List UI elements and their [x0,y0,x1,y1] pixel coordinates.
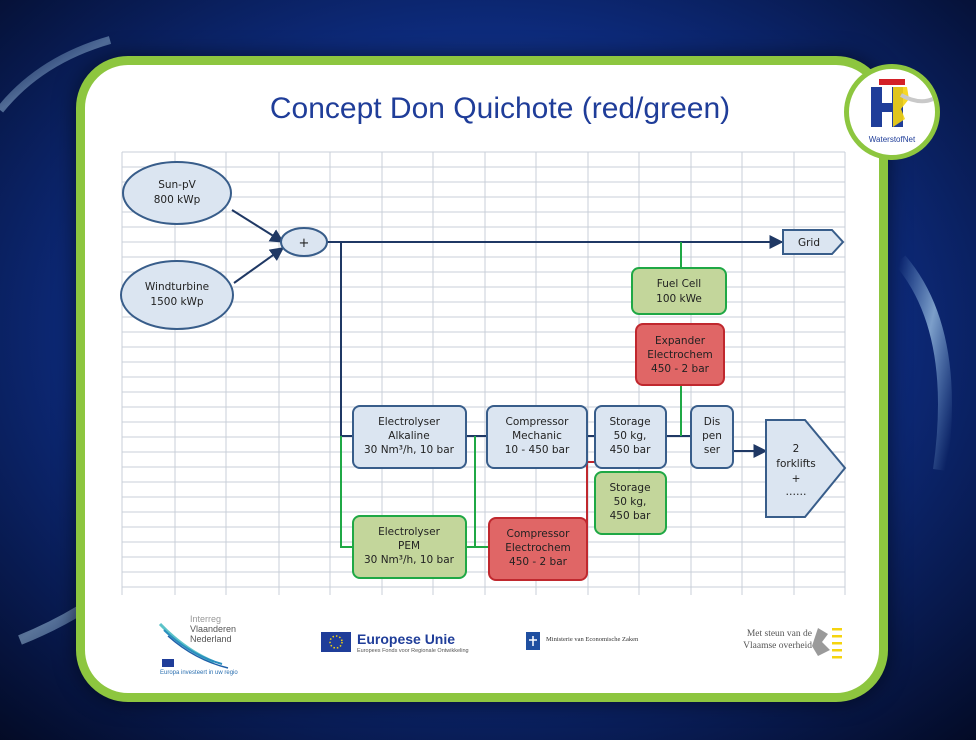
node-compressor-electrochem: Compressor Electrochem 450 - 2 bar [488,517,588,581]
fuel-cell-line-2: 100 kWe [656,293,702,305]
node-electrolyser-pem: Electrolyser PEM 30 Nm³/h, 10 bar [352,515,467,579]
dispenser-line-1: Dis [704,416,720,428]
forklifts-line-1: 2 [793,443,800,455]
dispenser-line-2: pen [702,430,722,442]
compressor-electrochem-line-1: Compressor [507,528,571,540]
green-trunk-line [340,436,353,548]
node-compressor-mechanic: Compressor Mechanic 10 - 450 bar [486,405,588,469]
windturbine-line-1: Windturbine [145,281,209,293]
eu-subtitle: Europees Fonds voor Regionale Ontwikkeli… [357,648,469,654]
expander-line-2: Electrochem [647,349,713,361]
interreg-vlaanderen: Vlaanderen [190,624,237,634]
ministerie-logo [526,632,540,650]
node-storage-1: Storage 50 kg, 450 bar [594,405,667,469]
pem-line-2: PEM [398,540,420,552]
flemish-lion-icon [812,628,830,656]
wind-to-sum-arrow [233,247,285,284]
interreg-nederland: Nederland [190,634,232,644]
sum-symbol: + [299,236,310,251]
storage-2-line-1: Storage [609,482,650,494]
interreg-logo [158,622,229,669]
storage-2-line-2: 50 kg, [614,496,647,508]
sunpv-to-sum-arrow [231,209,285,243]
forklifts-line-2: forklifts [776,458,815,470]
expander-line-1: Expander [655,335,706,347]
logo-text: WaterstofNet [868,135,916,144]
forklifts-line-3: + [792,473,801,485]
interreg-text: Interreg Vlaanderen Nederland [190,614,236,644]
compressor-mechanic-line-2: Mechanic [512,430,562,442]
sun-pv-line-2: 800 kWp [154,194,201,206]
compressor-electrochem-line-2: Electrochem [505,542,571,554]
alkaline-line-1: Electrolyser [378,416,440,428]
compressor-mechanic-line-1: Compressor [506,416,570,428]
slide-title: Concept Don Quichote (red/green) [269,92,731,125]
vlaamse-line-1: Met steun van de [746,629,812,639]
node-forklifts: 2 forklifts + …… [765,419,847,518]
node-windturbine: Windturbine 1500 kWp [120,260,234,330]
pem-line-1: Electrolyser [378,526,440,538]
node-storage-2: Storage 50 kg, 450 bar [594,471,667,535]
storage-1-line-1: Storage [609,416,650,428]
interreg-tagline: Europa investeert in uw regio [160,670,238,676]
compressor-electrochem-line-3: 450 - 2 bar [509,556,568,568]
slide-frame [76,56,888,702]
sun-pv-line-1: Sun-pV [158,179,196,191]
alkaline-line-3: 30 Nm³/h, 10 bar [364,444,455,456]
vlaamse-logo [812,628,842,659]
alkaline-line-2: Alkaline [388,430,429,442]
windturbine-line-2: 1500 kWp [150,296,204,308]
connector-lines [231,209,784,548]
node-dispenser: Dis pen ser [690,405,734,469]
node-expander-electrochem: Expander Electrochem 450 - 2 bar [635,323,725,386]
eu-title: Europese Unie [357,631,456,647]
background-grid [121,151,846,595]
eu-flag-small-icon [162,659,174,667]
ministerie-text: Ministerie van Economische Zaken [546,636,639,643]
node-sum: + [280,227,328,257]
grid-label: Grid [798,237,820,249]
node-grid: Grid [782,229,845,255]
storage-1-line-2: 50 kg, [614,430,647,442]
pem-line-3: 30 Nm³/h, 10 bar [364,554,455,566]
dispenser-line-3: ser [704,444,721,456]
storage-1-line-3: 450 bar [610,444,651,456]
eu-flag-icon [321,632,351,652]
vlaamse-text: Met steun van de Vlaamse overheid [716,628,812,652]
logo-mark-icon [871,79,934,127]
eu-logo [321,632,351,652]
expander-line-3: 450 - 2 bar [651,363,710,375]
forklifts-line-4: …… [786,486,807,498]
storage-2-line-3: 450 bar [610,510,651,522]
node-fuel-cell: Fuel Cell 100 kWe [631,267,727,315]
vlaamse-line-2: Vlaamse overheid [743,641,812,651]
compressor-mechanic-line-3: 10 - 450 bar [505,444,570,456]
fuel-cell-line-1: Fuel Cell [657,278,701,290]
node-electrolyser-alkaline: Electrolyser Alkaline 30 Nm³/h, 10 bar [352,405,467,469]
waterstofnet-logo: WaterstofNet [844,64,940,160]
interreg-word: Interreg [190,614,222,624]
pem-green-bus [466,436,489,548]
node-sun-pv: Sun-pV 800 kWp [122,161,232,225]
